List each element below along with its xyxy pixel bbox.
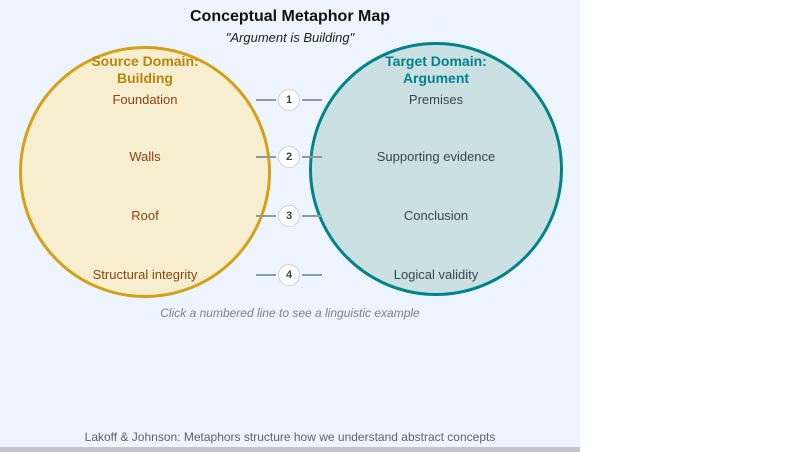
source-item-roof: Roof — [131, 208, 159, 223]
page-title: Conceptual Metaphor Map — [189, 8, 390, 25]
attribution-footer: Lakoff & Johnson: Metaphors structure ho… — [84, 430, 496, 444]
instruction-caption: Click a numbered line to see a linguisti… — [160, 306, 420, 320]
source-item-foundation: Foundation — [112, 92, 178, 107]
mapping-number-badge-2[interactable]: 2 — [278, 146, 300, 168]
mapping-line-2[interactable]: 2 — [256, 146, 322, 168]
mapping-number-badge-1[interactable]: 1 — [278, 89, 300, 111]
mapping-number-badge-3[interactable]: 3 — [278, 205, 300, 227]
target-domain-heading: Target Domain: Argument — [385, 53, 487, 86]
mapping-line-right-segment — [302, 274, 322, 276]
target-item-premises: Premises — [408, 92, 464, 107]
source-domain-heading: Source Domain: Building — [91, 53, 199, 86]
mapping-line-right-segment — [302, 99, 322, 101]
mapping-line-4[interactable]: 4 — [256, 264, 322, 286]
mapping-line-left-segment — [256, 274, 276, 276]
target-item-conclusion: Conclusion — [403, 208, 469, 223]
mapping-line-1[interactable]: 1 — [256, 89, 322, 111]
source-domain-circle — [19, 46, 271, 298]
panel-bottom-bar — [0, 447, 580, 452]
mapping-line-left-segment — [256, 215, 276, 217]
mapping-line-3[interactable]: 3 — [256, 205, 322, 227]
source-item-structural-integrity: Structural integrity — [92, 267, 198, 282]
mapping-line-right-segment — [302, 215, 322, 217]
mapping-number-badge-4[interactable]: 4 — [278, 264, 300, 286]
mapping-line-left-segment — [256, 99, 276, 101]
mapping-line-left-segment — [256, 156, 276, 158]
mapping-line-right-segment — [302, 156, 322, 158]
page-subtitle: "Argument is Building" — [225, 30, 355, 45]
metaphor-map-panel: Conceptual Metaphor Map "Argument is Bui… — [0, 0, 580, 447]
target-item-logical-validity: Logical validity — [393, 267, 479, 282]
source-item-walls: Walls — [129, 149, 161, 164]
target-domain-circle — [309, 42, 563, 296]
target-item-supporting-evidence: Supporting evidence — [376, 149, 496, 164]
